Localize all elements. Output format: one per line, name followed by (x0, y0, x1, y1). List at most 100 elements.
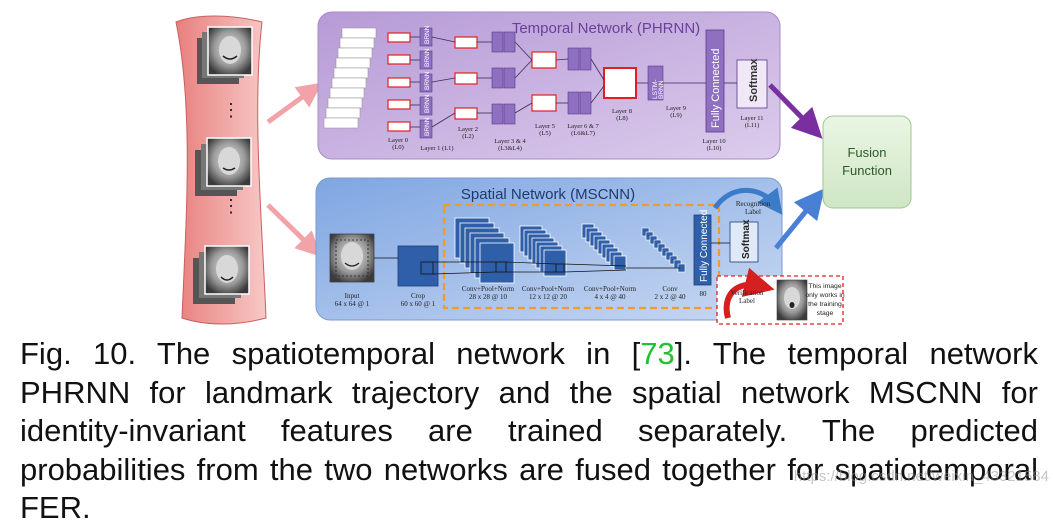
conv-block-4 (641, 227, 686, 273)
svg-text:Softmax: Softmax (748, 58, 760, 102)
arrow-to-temporal (266, 82, 323, 125)
fusion-label-line1: Fusion (847, 145, 886, 160)
svg-text:60 x 60 @ 1: 60 x 60 @ 1 (401, 300, 436, 308)
face-stack-middle (195, 137, 252, 196)
svg-text:(L10): (L10) (707, 145, 722, 152)
fusion-function-box: Fusion Function (822, 115, 912, 209)
recognition-label: Recognition (736, 200, 771, 208)
temporal-fully-connected: Fully Connected (705, 29, 725, 133)
caption-reference-link[interactable]: 73 (640, 336, 675, 371)
fusion-label-line2: Function (842, 163, 892, 178)
label-l5: Layer 5 (535, 123, 555, 130)
brnn-block: BRNN (419, 71, 433, 93)
brnn-pair (491, 103, 516, 125)
svg-text:2 x 2 @ 40: 2 x 2 @ 40 (655, 293, 686, 301)
svg-text:Fully Connected: Fully Connected (699, 210, 710, 282)
label-l8: Layer 8 (612, 108, 632, 115)
svg-text:28 x 28 @ 10: 28 x 28 @ 10 (469, 293, 507, 301)
svg-text:Label: Label (745, 208, 761, 216)
spatial-network-panel: Spatial Network (MSCNN) Input 64 x 64 @ … (315, 177, 783, 321)
label-l9: Layer 9 (666, 105, 686, 112)
face-stack-top (197, 26, 253, 84)
label-l0: Layer 0 (388, 137, 408, 144)
svg-text:stage: stage (817, 310, 834, 317)
layer5-maps (531, 51, 557, 112)
brnn-block: BRNN (419, 117, 433, 139)
spatial-connections (374, 257, 680, 275)
svg-text:BRNN: BRNN (424, 71, 431, 90)
verification-label: Verification (730, 289, 764, 297)
ellipsis-1: ⋮ (222, 100, 240, 120)
svg-text:(L3&L4): (L3&L4) (498, 145, 522, 152)
conv2-label: Conv+Pool+Norm (522, 285, 575, 293)
verification-face (776, 279, 808, 321)
conv1-label: Conv+Pool+Norm (462, 285, 515, 293)
input-face (329, 233, 375, 283)
shared-cnn-region (442, 203, 721, 310)
lstm-brnn-block: LSTM- BRNN (647, 65, 665, 101)
svg-text:(L8): (L8) (616, 115, 628, 122)
temporal-softmax: Softmax (736, 58, 768, 109)
input-sequence-banner: ⋮ ⋮ (175, 15, 267, 325)
brnn-block: BRNN (419, 48, 433, 70)
conv-block-3 (581, 223, 627, 271)
label-l2: Layer 2 (458, 126, 478, 133)
label-l1: Layer 1 (L1) (420, 145, 453, 152)
svg-text:(L2): (L2) (462, 133, 474, 140)
fc-dim-label: 80 (700, 290, 708, 298)
recognition-arrow (712, 187, 783, 215)
svg-text:64 x 64 @ 1: 64 x 64 @ 1 (335, 300, 370, 308)
temporal-layer-labels: Layer 0 (L0) Layer 1 (L1) Layer 2 (L2) L… (388, 105, 764, 152)
svg-text:(L0): (L0) (392, 144, 404, 151)
svg-text:BRNN: BRNN (424, 25, 431, 44)
caption-after: ]. The temporal network PHRNN for landma… (20, 336, 1038, 525)
svg-text:This image: This image (808, 283, 841, 290)
spatial-title: Spatial Network (MSCNN) (461, 186, 635, 203)
svg-text:(L11): (L11) (745, 122, 760, 129)
brnn-column-2 (491, 31, 516, 125)
label-l34: Layer 3 & 4 (494, 138, 526, 145)
brnn-block: BRNN (419, 25, 433, 47)
figure-caption: Fig. 10. The spatiotemporal network in [… (20, 335, 1038, 528)
svg-text:the training: the training (808, 301, 842, 308)
brnn-column-1: BRNN BRNN BRNN BRNN BRNN (419, 25, 433, 139)
training-note: This image only works in the training st… (805, 283, 845, 317)
label-l11: Layer 11 (740, 115, 763, 122)
crop-label: Crop (411, 292, 426, 300)
arrow-spatial-to-fusion (774, 188, 825, 250)
arrow-to-spatial (266, 203, 321, 257)
input-label: Input (345, 292, 360, 300)
brnn-block: BRNN (419, 94, 433, 116)
conv3-label: Conv+Pool+Norm (584, 285, 637, 293)
crop-map (397, 245, 439, 287)
layer8-map (603, 67, 637, 99)
temporal-network-panel: Temporal Network (PHRNN) BRN (317, 11, 781, 160)
svg-text:LSTM-: LSTM- (652, 80, 659, 100)
label-l67: Layer 6 & 7 (567, 123, 599, 130)
svg-text:Label: Label (739, 297, 755, 305)
svg-text:BRNN: BRNN (658, 80, 665, 99)
conv-block-1 (454, 217, 515, 284)
layer2-maps (454, 36, 478, 120)
temporal-connections (410, 36, 737, 128)
layer0-parts (387, 32, 411, 132)
conv4-label: Conv (662, 285, 678, 293)
svg-text:(L6&L7): (L6&L7) (571, 130, 595, 137)
verification-arrow (723, 267, 775, 319)
caption-before: Fig. 10. The spatiotemporal network in [ (20, 336, 641, 371)
svg-text:BRNN: BRNN (424, 117, 431, 136)
ellipsis-2: ⋮ (222, 196, 240, 216)
landmark-frame-stack (323, 27, 377, 129)
svg-text:Fully Connected: Fully Connected (710, 49, 722, 129)
svg-text:(L9): (L9) (670, 112, 682, 119)
svg-text:Softmax: Softmax (741, 219, 752, 259)
spatiotemporal-network-diagram: ⋮ ⋮ Temporal Network (PHRNN) (175, 11, 912, 325)
svg-text:BRNN: BRNN (424, 48, 431, 67)
svg-text:BRNN: BRNN (424, 94, 431, 113)
spatial-fully-connected: Fully Connected (693, 210, 712, 286)
verification-box: Verification Label This image only works… (716, 267, 845, 325)
label-l10: Layer 10 (702, 138, 725, 145)
face-stack-bottom (193, 245, 250, 304)
watermark: https://blog.csdn.net/weixin_43321584 (793, 468, 1049, 485)
spatial-softmax: Softmax (729, 219, 759, 263)
